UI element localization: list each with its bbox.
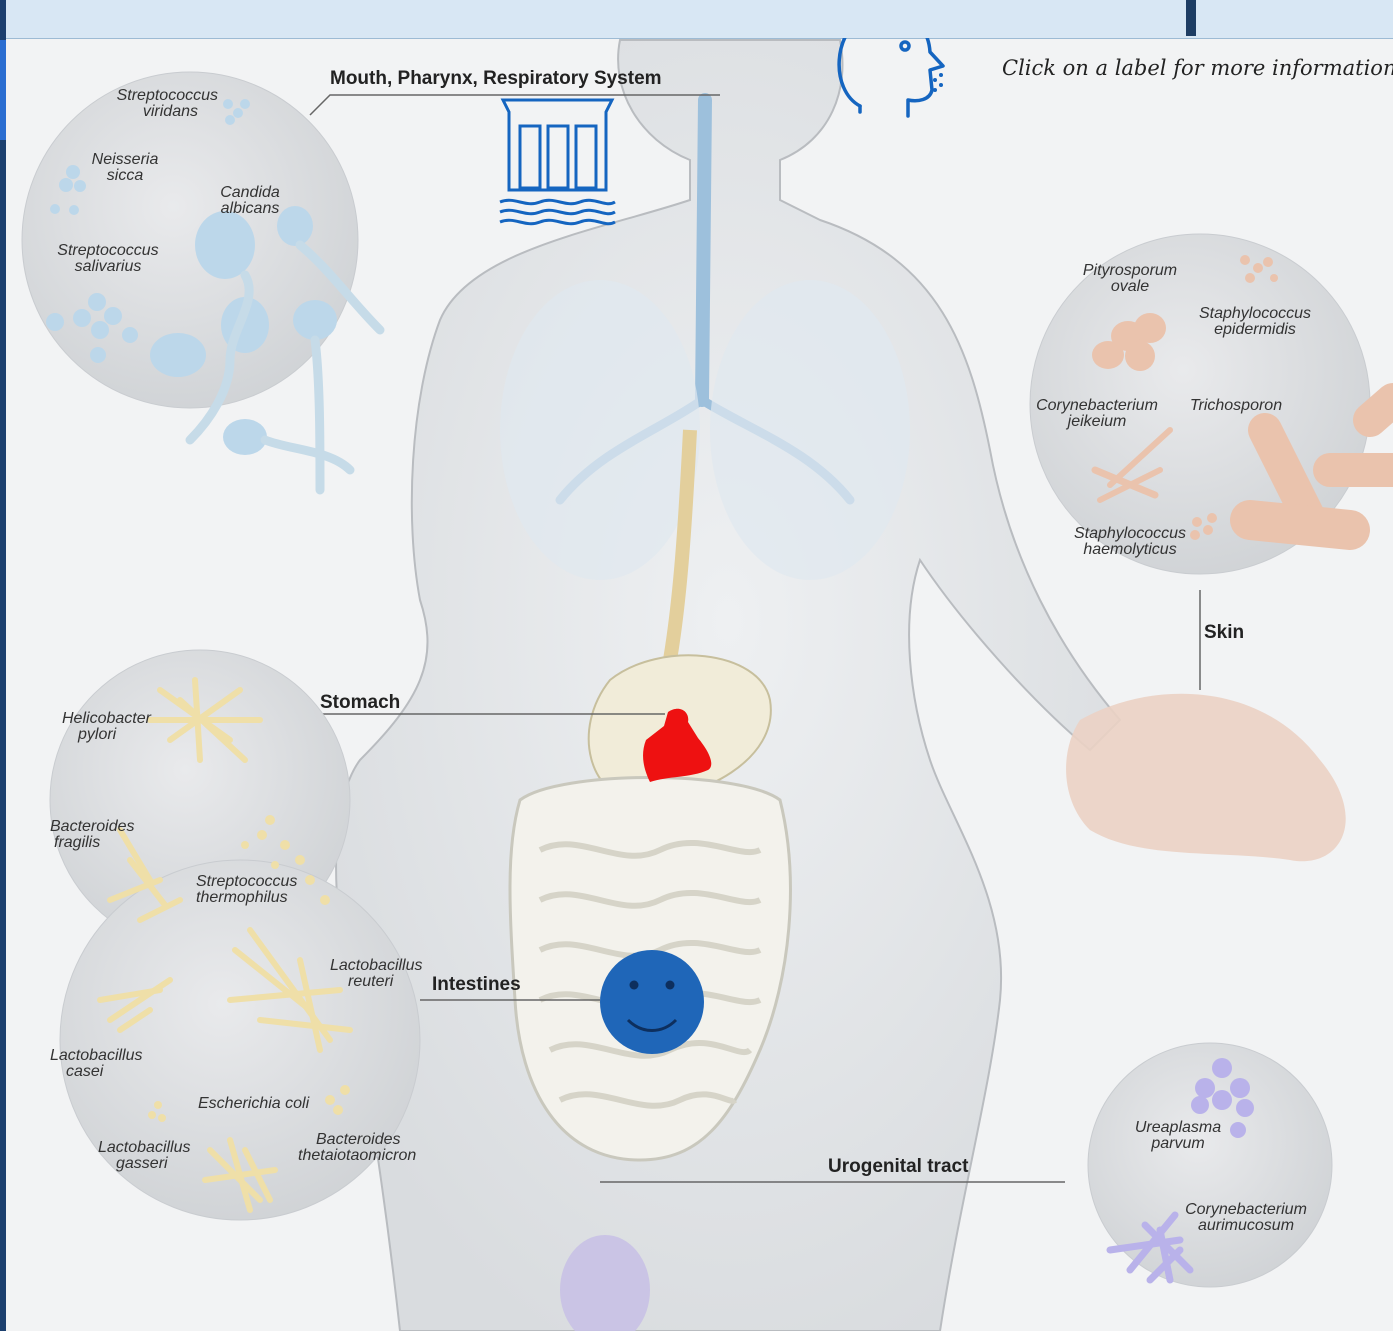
skin-bacteria-circle: Pityrosporum ovale Staphylococcus epider… bbox=[1030, 234, 1393, 574]
label-mouth[interactable]: Mouth, Pharynx, Respiratory System bbox=[330, 68, 662, 89]
species-gut-7a[interactable]: Lactobacillus bbox=[98, 1139, 191, 1156]
species-gut-8b[interactable]: thetaiotaomicron bbox=[298, 1147, 416, 1164]
species-gut-4b[interactable]: reuteri bbox=[348, 973, 394, 990]
species-mouth-3b[interactable]: albicans bbox=[221, 200, 280, 217]
species-skin-3a[interactable]: Corynebacterium bbox=[1036, 397, 1158, 414]
species-uro-2b[interactable]: aurimucosum bbox=[1198, 1217, 1294, 1234]
mouth-bacteria-circle: Streptococcus viridans Neisseria sicca C… bbox=[22, 72, 380, 490]
species-gut-3a[interactable]: Streptococcus bbox=[196, 873, 297, 890]
smiley-face-icon[interactable] bbox=[600, 950, 704, 1054]
species-gut-4a[interactable]: Lactobacillus bbox=[330, 957, 423, 974]
diagram-canvas: Streptococcus viridans Neisseria sicca C… bbox=[0, 38, 1393, 1331]
species-uro-1a[interactable]: Ureaplasma bbox=[1135, 1119, 1221, 1136]
species-gut-2a[interactable]: Bacteroides bbox=[50, 818, 135, 835]
species-uro-2a[interactable]: Corynebacterium bbox=[1185, 1201, 1307, 1218]
species-skin-5b[interactable]: haemolyticus bbox=[1083, 541, 1176, 558]
right-lung bbox=[710, 280, 910, 580]
species-gut-5b[interactable]: casei bbox=[66, 1063, 104, 1080]
species-gut-1b[interactable]: pylori bbox=[77, 726, 117, 743]
hand bbox=[1066, 694, 1346, 862]
species-mouth-1a[interactable]: Streptococcus bbox=[117, 87, 218, 104]
hint-text: Click on a label for more information bbox=[1002, 56, 1393, 80]
species-gut-6[interactable]: Escherichia coli bbox=[198, 1095, 310, 1112]
label-stomach[interactable]: Stomach bbox=[320, 692, 400, 713]
urogenital-bacteria-circle: Ureaplasma parvum Corynebacterium aurimu… bbox=[1088, 1043, 1332, 1287]
species-mouth-4b[interactable]: salivarius bbox=[75, 258, 142, 275]
species-gut-1a[interactable]: Helicobacter bbox=[62, 710, 152, 727]
species-skin-1b[interactable]: ovale bbox=[1111, 278, 1149, 295]
gut-bacteria-circles: Helicobacter pylori Bacteroides fragilis… bbox=[50, 650, 423, 1220]
top-bar bbox=[6, 0, 1393, 39]
label-intestines[interactable]: Intestines bbox=[432, 974, 521, 995]
species-skin-2b[interactable]: epidermidis bbox=[1214, 321, 1296, 338]
head-exhale-icon[interactable] bbox=[839, 38, 943, 116]
left-lung bbox=[500, 280, 700, 580]
species-mouth-2a[interactable]: Neisseria bbox=[92, 151, 159, 168]
species-skin-5a[interactable]: Staphylococcus bbox=[1074, 525, 1186, 542]
species-mouth-1b[interactable]: viridans bbox=[143, 103, 198, 120]
title-glyph-fragment bbox=[1186, 0, 1196, 36]
species-mouth-2b[interactable]: sicca bbox=[107, 167, 144, 184]
exhale-dots bbox=[933, 73, 943, 92]
species-gut-2b[interactable]: fragilis bbox=[54, 834, 100, 851]
species-mouth-4a[interactable]: Streptococcus bbox=[57, 242, 158, 259]
species-gut-8a[interactable]: Bacteroides bbox=[316, 1131, 401, 1148]
species-skin-4[interactable]: Trichosporon bbox=[1190, 397, 1282, 414]
species-skin-3b[interactable]: jeikeium bbox=[1066, 413, 1127, 430]
species-skin-2a[interactable]: Staphylococcus bbox=[1199, 305, 1311, 322]
species-gut-3b[interactable]: thermophilus bbox=[196, 889, 288, 906]
label-urogenital[interactable]: Urogenital tract bbox=[828, 1156, 969, 1177]
species-uro-1b[interactable]: parvum bbox=[1150, 1135, 1204, 1152]
label-skin[interactable]: Skin bbox=[1204, 622, 1244, 643]
species-gut-7b[interactable]: gasseri bbox=[116, 1155, 168, 1172]
species-skin-1a[interactable]: Pityrosporum bbox=[1083, 262, 1177, 279]
species-gut-5a[interactable]: Lactobacillus bbox=[50, 1047, 143, 1064]
species-mouth-3a[interactable]: Candida bbox=[220, 184, 280, 201]
building-waves-icon[interactable] bbox=[500, 100, 615, 224]
